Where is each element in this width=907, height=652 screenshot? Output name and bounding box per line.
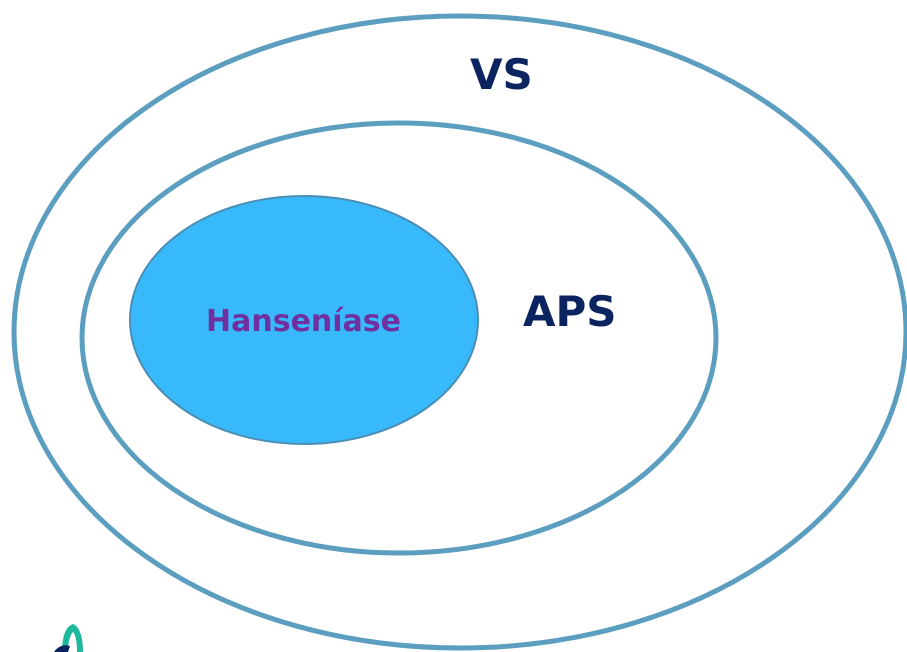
inner-ellipse-hanseniase	[129, 195, 479, 445]
outer-ellipse-vs	[11, 13, 907, 651]
logo-navy-stroke	[54, 645, 70, 652]
aps-label: APS	[523, 287, 617, 336]
hanseniase-label: Hanseníase	[206, 304, 401, 339]
middle-ellipse-aps	[79, 120, 719, 556]
vs-label: VS	[470, 50, 533, 99]
logo-teal-arc	[62, 624, 83, 652]
logo-icon	[54, 624, 83, 652]
